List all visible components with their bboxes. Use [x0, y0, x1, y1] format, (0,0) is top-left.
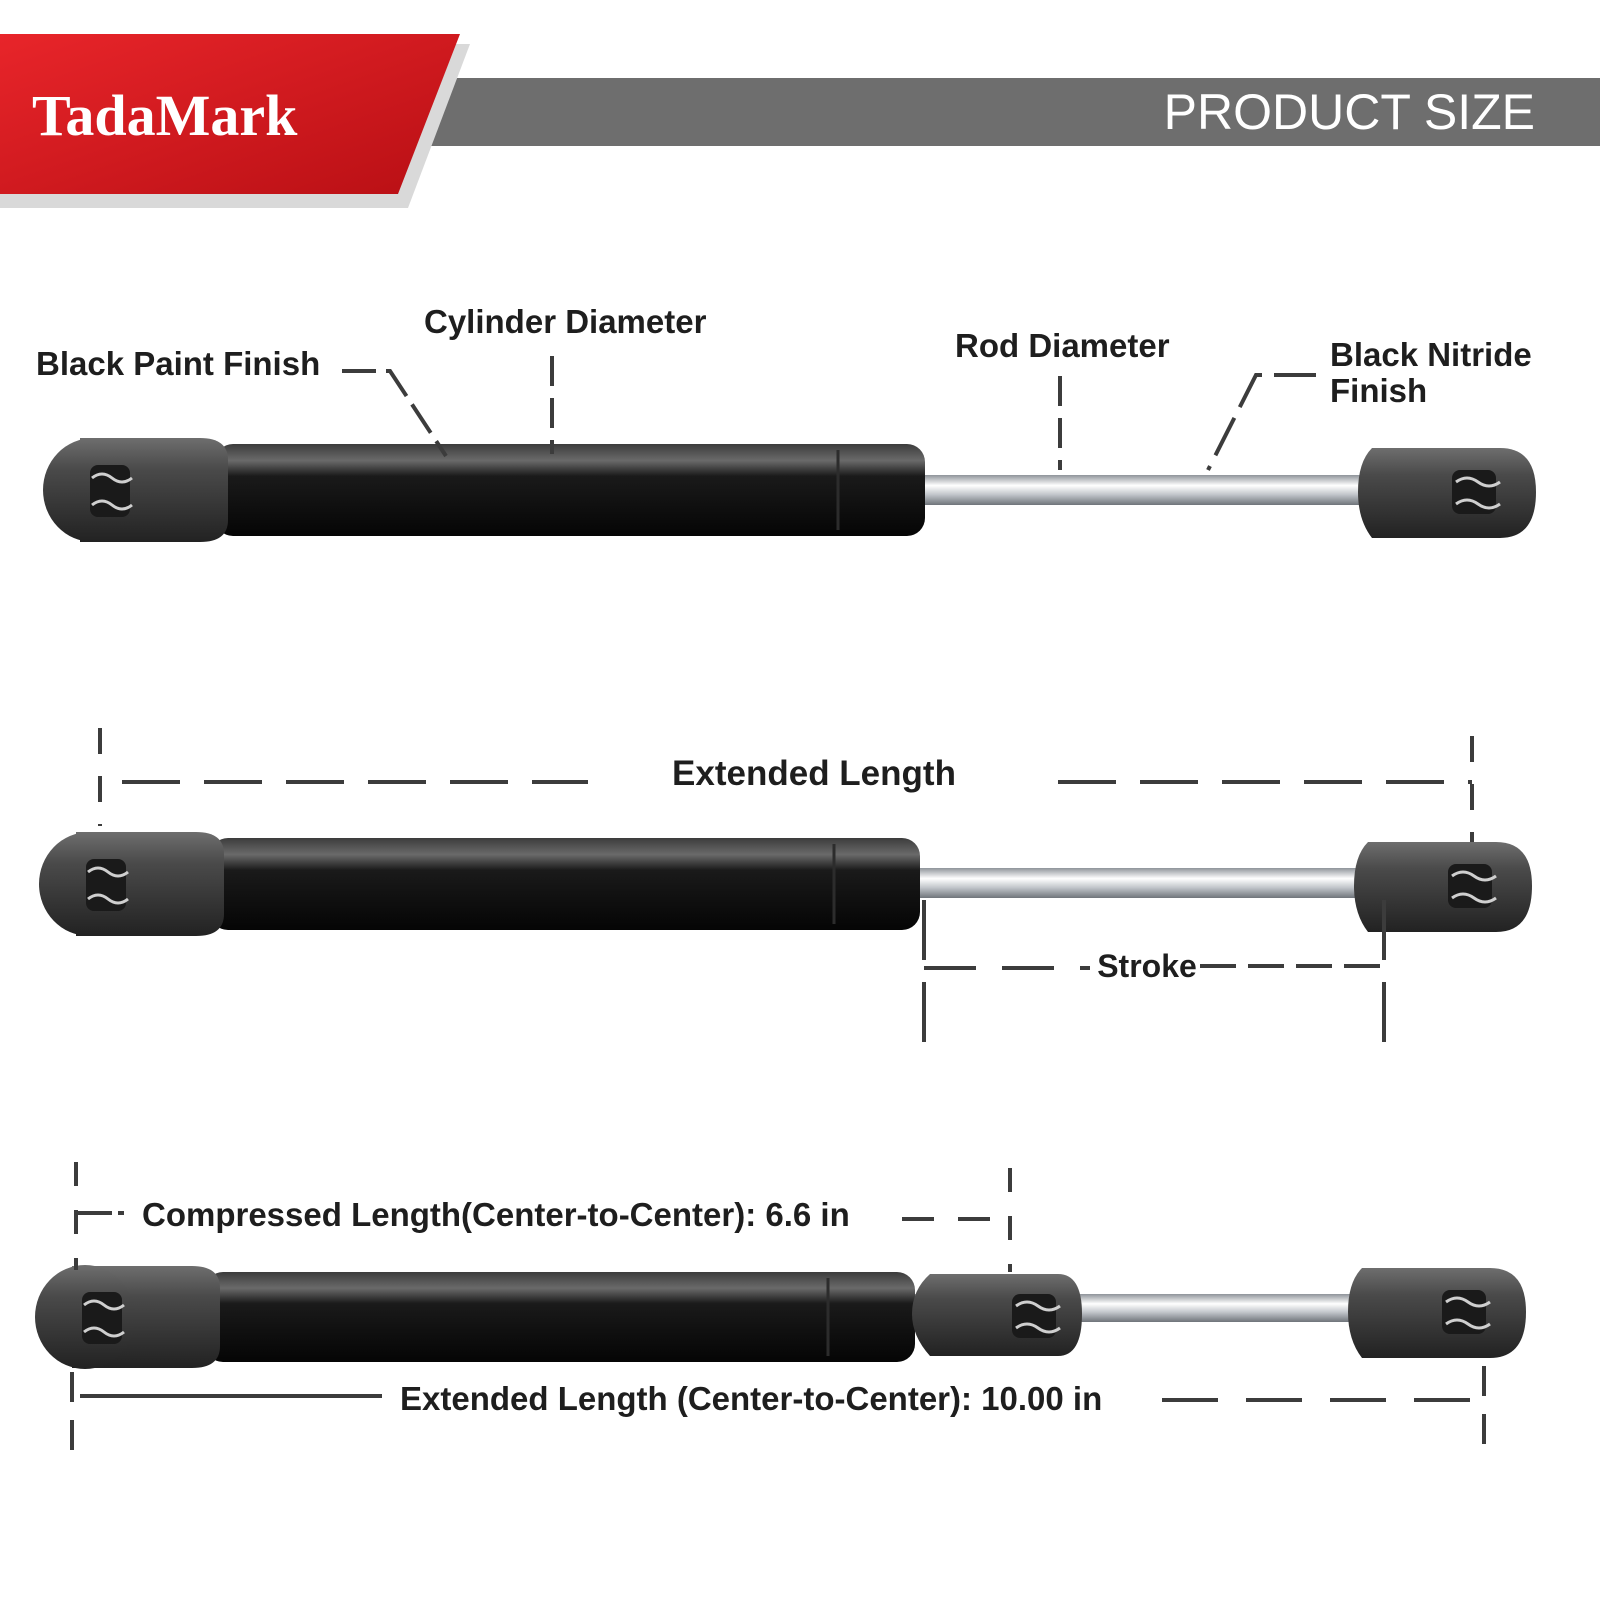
end-fitting-left [35, 1265, 220, 1369]
strut-features: Black Paint Finish Cylinder Diameter Rod… [36, 303, 1536, 542]
piston-rod [915, 475, 1395, 505]
piston-rod [910, 868, 1390, 898]
header: TadaMark PRODUCT SIZE [0, 34, 1600, 208]
label-black-nitride-line1: Black Nitride [1330, 336, 1532, 373]
label-cylinder-diameter: Cylinder Diameter [424, 303, 707, 340]
cylinder-body [205, 1272, 915, 1362]
brand-logo: TadaMark [32, 83, 298, 148]
label-compressed-length: Compressed Length(Center-to-Center): 6.6… [142, 1196, 850, 1233]
cylinder-body [210, 838, 920, 930]
end-fitting-left [43, 438, 228, 542]
end-fitting-left [39, 832, 224, 936]
end-fitting-right [1354, 842, 1532, 932]
end-fitting-right [1358, 448, 1536, 538]
strut-compressed: Compressed Length(Center-to-Center): 6.6… [35, 1162, 1526, 1460]
header-gray-bar [420, 78, 1600, 146]
label-extended-length: Extended Length [672, 754, 956, 793]
label-black-paint-finish: Black Paint Finish [36, 345, 320, 382]
end-fitting-right [1348, 1268, 1526, 1358]
strut-extended: Extended Length Stroke [39, 728, 1532, 1045]
page-title: PRODUCT SIZE [1164, 84, 1535, 140]
label-extended-length-c2c: Extended Length (Center-to-Center): 10.0… [400, 1380, 1102, 1417]
cylinder-body [215, 444, 925, 536]
label-stroke: Stroke [1097, 948, 1197, 984]
end-fitting-middle [912, 1274, 1082, 1356]
label-rod-diameter: Rod Diameter [955, 327, 1170, 364]
brand-red-banner [0, 34, 460, 194]
label-black-nitride-line2: Finish [1330, 372, 1427, 409]
